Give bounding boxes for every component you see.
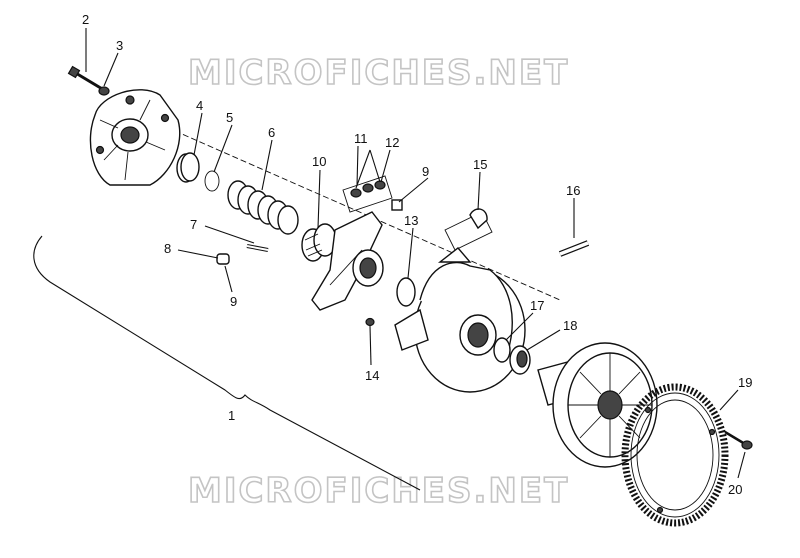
callout-15: 15 [473, 157, 487, 172]
washer-part-13 [396, 277, 416, 307]
screw-part-14 [365, 317, 375, 327]
bushing-part-18 [509, 345, 531, 375]
callout-9-upper: 9 [422, 164, 429, 179]
assembly-bracket [33, 235, 421, 491]
callout-8: 8 [164, 241, 171, 256]
callout-13: 13 [404, 213, 418, 228]
center-axis [149, 119, 561, 301]
callout-labels: 2 3 4 5 6 7 8 9 10 11 12 9 13 14 15 16 1… [82, 12, 752, 497]
ring-part-17 [493, 337, 511, 363]
callout-5: 5 [226, 110, 233, 125]
bracket-part-15 [444, 208, 493, 251]
callout-14: 14 [365, 368, 379, 383]
spring-part-6 [227, 180, 299, 235]
bolt-part-20 [724, 430, 753, 450]
bolt-part-2 [67, 65, 105, 92]
bushing-part-4 [176, 152, 200, 183]
spider-arm [311, 211, 384, 311]
callout-19: 19 [738, 375, 752, 390]
washer-part-3 [98, 86, 110, 96]
callout-9-lower: 9 [230, 294, 237, 309]
watermark-bottom: MICROFICHES.NET [188, 471, 569, 511]
callout-4: 4 [196, 98, 203, 113]
callout-3: 3 [116, 38, 123, 53]
callout-12: 12 [385, 135, 399, 150]
callout-16: 16 [566, 183, 580, 198]
roller-part-10 [301, 223, 337, 262]
callout-10: 10 [312, 154, 326, 169]
callout-2: 2 [82, 12, 89, 27]
pin-part-7 [246, 244, 269, 252]
callout-7: 7 [190, 217, 197, 232]
leader-lines [85, 28, 746, 479]
clutch-cover [89, 89, 181, 186]
plug-part-8 [216, 253, 230, 265]
callout-17: 17 [530, 298, 544, 313]
ring-gear-part-19 [621, 383, 729, 527]
nut-part-9-upper [391, 199, 403, 211]
pin-part-16 [558, 240, 590, 257]
watermark-top: MICROFICHES.NET [188, 53, 569, 93]
nuts-part-11-12 [342, 175, 393, 213]
moveable-sheave [394, 247, 526, 393]
callout-6: 6 [268, 125, 275, 140]
callout-20: 20 [728, 482, 742, 497]
fixed-sheave [552, 342, 658, 468]
snap-ring-part-5 [204, 170, 220, 192]
callout-11: 11 [354, 131, 368, 146]
callout-18: 18 [563, 318, 577, 333]
callout-1: 1 [228, 408, 235, 423]
